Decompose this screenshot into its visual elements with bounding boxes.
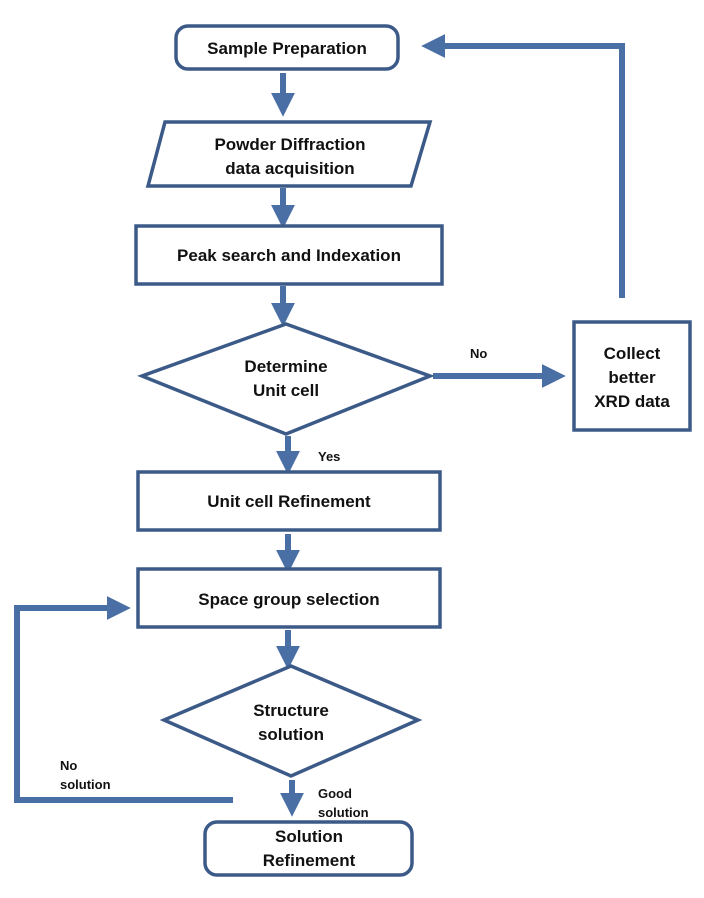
- collect-better-label-line3: XRD data: [594, 392, 670, 411]
- space-group-selection-shape: [136, 567, 442, 629]
- peak-search-shape: [134, 224, 444, 286]
- sample-preparation-shape: [174, 24, 400, 71]
- collect-better-node: Collect better XRD data: [572, 320, 692, 432]
- edge-label-no-solution-line2: solution: [60, 777, 111, 792]
- edge-label-yes: Yes: [318, 449, 340, 464]
- determine-unit-cell-label-line1: Determine: [244, 357, 327, 376]
- collect-better-shape: [572, 320, 692, 432]
- collect-better-label-line2: better: [608, 368, 656, 387]
- edge-label-no-solution-line1: No: [60, 758, 77, 773]
- structure-solution-node: Structure solution: [159, 664, 423, 778]
- structure-solution-label-line1: Structure: [253, 701, 329, 720]
- structure-solution-label-line2: solution: [258, 725, 324, 744]
- solution-refinement-shape: [203, 820, 414, 877]
- edge-label-good-solution-line2: solution: [318, 805, 369, 820]
- edge-labels: No Yes No solution Good solution: [60, 346, 487, 820]
- structure-solution-shape: [159, 664, 423, 778]
- collect-better-label-line1: Collect: [604, 344, 661, 363]
- powder-diffraction-node: Powder Diffraction data acquisition: [145, 120, 433, 188]
- arrow-no-solution-loop: [14, 596, 233, 803]
- peak-search-node: Peak search and Indexation: [134, 224, 444, 286]
- powder-diffraction-shape: [145, 120, 433, 188]
- determine-unit-cell-shape: [137, 322, 435, 436]
- space-group-selection-node: Space group selection: [136, 567, 442, 629]
- powder-diffraction-label-line1: Powder Diffraction: [214, 135, 365, 154]
- unit-cell-refinement-shape: [136, 470, 442, 532]
- edge-label-no: No: [470, 346, 487, 361]
- sample-preparation-node: Sample Preparation: [174, 24, 400, 71]
- connectors: [14, 34, 625, 817]
- solution-refinement-node: Solution Refinement: [203, 820, 414, 877]
- edge-label-good-solution-line1: Good: [318, 786, 352, 801]
- arrow-collect-to-prep: [421, 34, 625, 298]
- powder-diffraction-label-line2: data acquisition: [225, 159, 354, 178]
- determine-unit-cell-node: Determine Unit cell: [137, 322, 435, 436]
- unit-cell-refinement-label: Unit cell Refinement: [207, 492, 371, 511]
- sample-preparation-label: Sample Preparation: [207, 39, 367, 58]
- determine-unit-cell-label-line2: Unit cell: [253, 381, 319, 400]
- space-group-selection-label: Space group selection: [198, 590, 379, 609]
- solution-refinement-label-line1: Solution: [275, 827, 343, 846]
- solution-refinement-label-line2: Refinement: [263, 851, 356, 870]
- peak-search-label: Peak search and Indexation: [177, 246, 401, 265]
- unit-cell-refinement-node: Unit cell Refinement: [136, 470, 442, 532]
